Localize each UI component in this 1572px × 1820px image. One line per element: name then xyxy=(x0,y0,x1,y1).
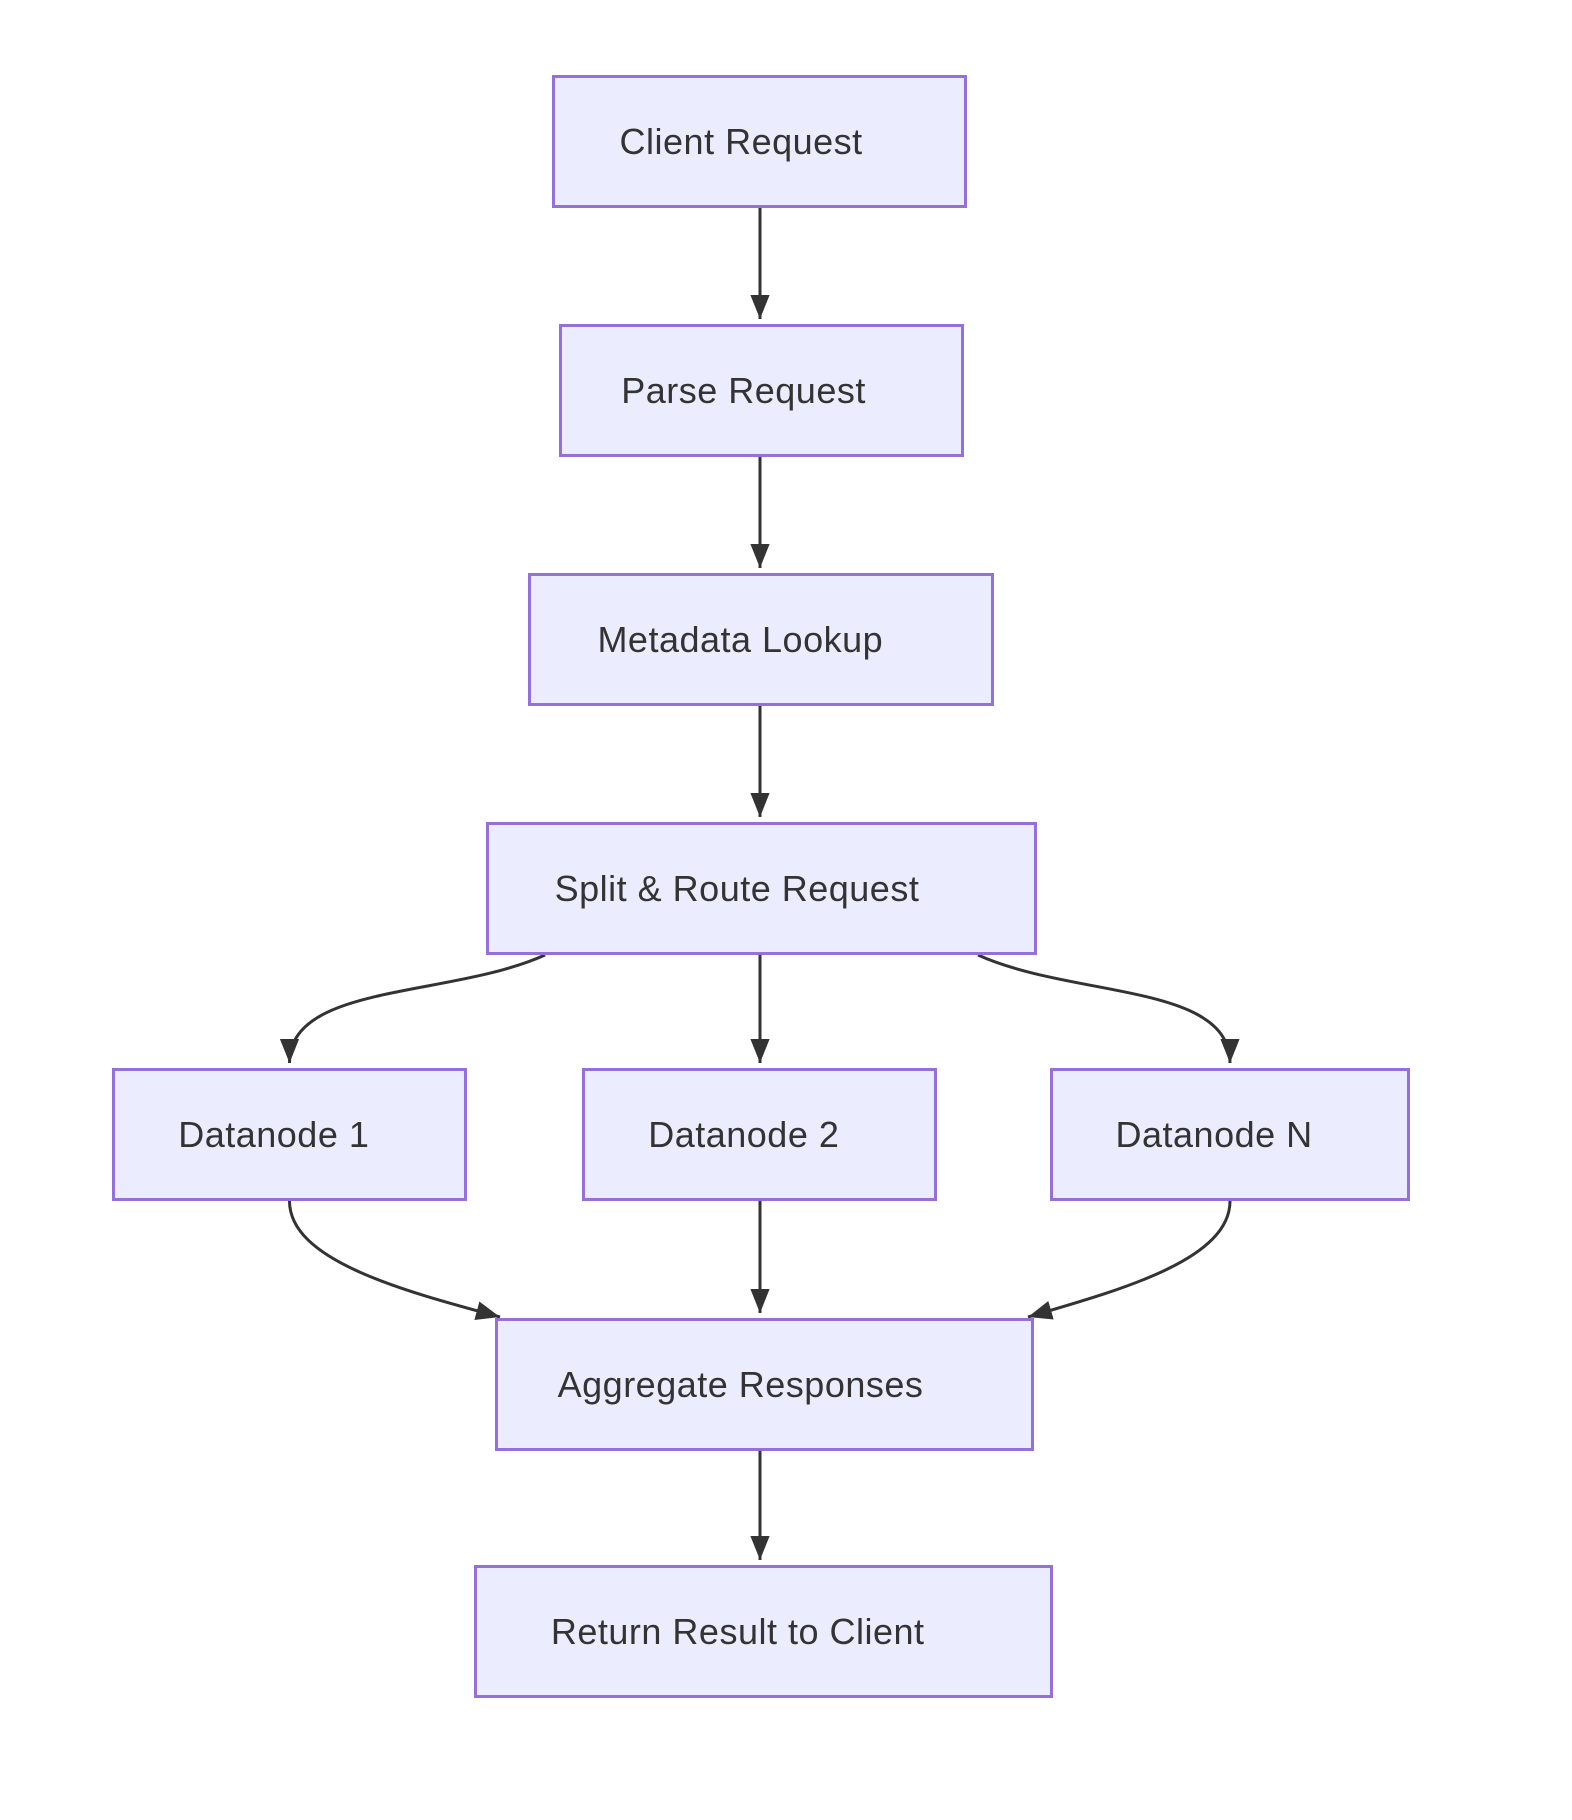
edge-split-to-datanodeN xyxy=(977,953,1240,1064)
node-return-result-to-client-label: Return Result to Client xyxy=(550,1610,925,1652)
edge-split-to-datanode1 xyxy=(279,953,546,1064)
edge-datanode1-to-aggregate xyxy=(288,1200,501,1321)
node-metadata-lookup-label: Metadata Lookup xyxy=(597,618,884,660)
node-metadata-lookup: Metadata Lookup xyxy=(528,573,994,706)
node-client-request: Client Request xyxy=(552,75,967,208)
node-datanode-2-label: Datanode 2 xyxy=(648,1113,840,1155)
node-datanode-2: Datanode 2 xyxy=(582,1068,937,1201)
node-aggregate-responses-label: Aggregate Responses xyxy=(557,1363,924,1405)
edge-datanodeN-to-aggregate xyxy=(1027,1200,1232,1320)
node-datanode-1-label: Datanode 1 xyxy=(178,1113,370,1155)
node-datanode-n-label: Datanode N xyxy=(1115,1113,1313,1155)
node-datanode-1: Datanode 1 xyxy=(112,1068,467,1201)
node-parse-request-label: Parse Request xyxy=(621,369,866,411)
node-datanode-n: Datanode N xyxy=(1050,1068,1410,1201)
node-parse-request: Parse Request xyxy=(559,324,964,457)
node-return-result-to-client: Return Result to Client xyxy=(474,1565,1053,1698)
node-split-route-request-label: Split & Route Request xyxy=(554,867,920,909)
node-aggregate-responses: Aggregate Responses xyxy=(495,1318,1034,1451)
node-split-route-request: Split & Route Request xyxy=(486,822,1037,955)
node-client-request-label: Client Request xyxy=(619,120,863,162)
